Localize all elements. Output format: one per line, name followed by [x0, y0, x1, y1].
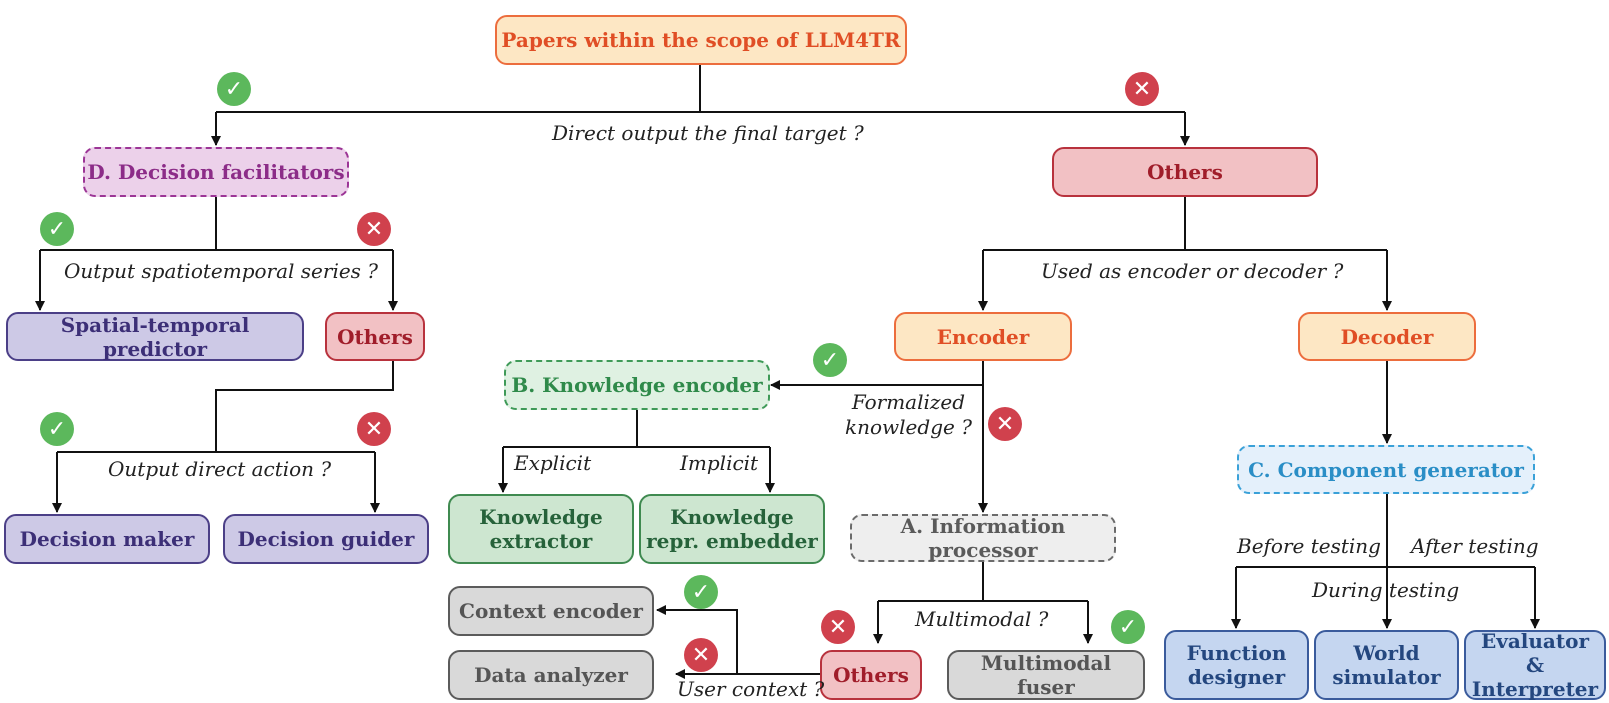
- check-icon: ✓: [813, 343, 847, 377]
- cross-icon: ✕: [684, 638, 718, 672]
- encoder-node: Encoder: [894, 312, 1072, 361]
- label-after-testing: After testing: [1411, 534, 1539, 558]
- cross-icon: ✕: [821, 610, 855, 644]
- cross-icon: ✕: [988, 407, 1022, 441]
- label-before-testing: Before testing: [1237, 534, 1381, 558]
- others-top-node: Others: [1052, 147, 1318, 197]
- check-icon: ✓: [217, 72, 251, 106]
- component-generator-node: C. Component generator: [1237, 445, 1535, 494]
- label-during-testing: During testing: [1312, 578, 1460, 602]
- question-final-target: Direct output the final target ?: [552, 121, 864, 145]
- root-node: Papers within the scope of LLM4TR: [495, 15, 907, 65]
- world-simulator-node: World simulator: [1314, 630, 1459, 700]
- label-explicit: Explicit: [514, 451, 592, 475]
- decoder-node: Decoder: [1298, 312, 1476, 361]
- question-encoder-decoder: Used as encoder or decoder ?: [1041, 259, 1344, 283]
- question-user-context: User context ?: [677, 677, 825, 701]
- others-info-node: Others: [820, 650, 922, 700]
- function-designer-node: Function designer: [1164, 630, 1309, 700]
- information-processor-node: A. Information processor: [850, 514, 1116, 562]
- data-analyzer-node: Data analyzer: [448, 650, 654, 700]
- question-formalized-knowledge: Formalized knowledge ?: [845, 390, 972, 439]
- question-spatiotemporal: Output spatiotemporal series ?: [64, 259, 379, 283]
- decision-maker-node: Decision maker: [4, 514, 210, 564]
- others-decision-node: Others: [325, 312, 425, 361]
- check-icon: ✓: [40, 412, 74, 446]
- check-icon: ✓: [40, 212, 74, 246]
- decision-guider-node: Decision guider: [223, 514, 429, 564]
- check-icon: ✓: [684, 575, 718, 609]
- question-multimodal: Multimodal ?: [915, 607, 1049, 631]
- knowledge-encoder-node: B. Knowledge encoder: [504, 360, 770, 410]
- question-direct-action: Output direct action ?: [108, 457, 332, 481]
- evaluator-interpreter-node: Evaluator & Interpreter: [1464, 629, 1606, 701]
- cross-icon: ✕: [357, 212, 391, 246]
- knowledge-embedder-node: Knowledge repr. embedder: [639, 494, 825, 564]
- cross-icon: ✕: [1125, 72, 1159, 106]
- knowledge-extractor-node: Knowledge extractor: [448, 494, 634, 564]
- multimodal-fuser-node: Multimodal fuser: [947, 650, 1145, 700]
- decision-facilitators-node: D. Decision facilitators: [83, 147, 349, 197]
- cross-icon: ✕: [357, 412, 391, 446]
- check-icon: ✓: [1111, 610, 1145, 644]
- label-implicit: Implicit: [680, 451, 759, 475]
- spatial-temporal-predictor-node: Spatial-temporal predictor: [6, 312, 304, 361]
- context-encoder-node: Context encoder: [448, 586, 654, 636]
